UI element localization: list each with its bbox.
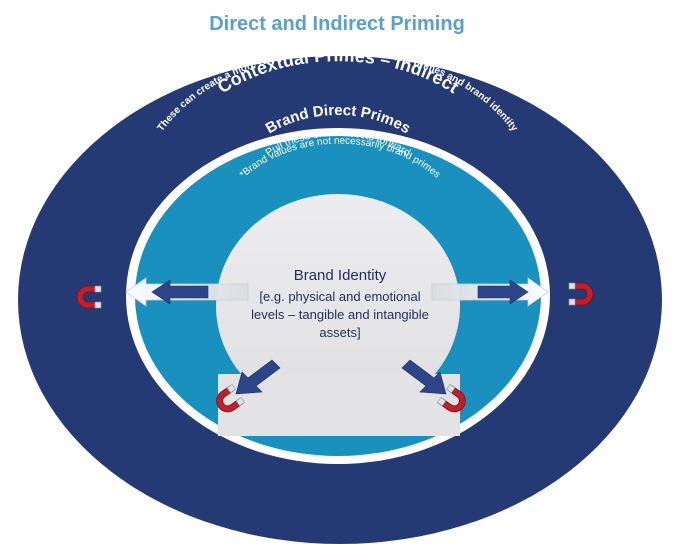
arrow-icon bbox=[151, 279, 209, 305]
arrow-icon bbox=[477, 279, 529, 305]
arrow-icon bbox=[235, 359, 281, 395]
brand-identity-line3: assets] bbox=[319, 325, 360, 340]
brand-identity-line1: [e.g. physical and emotional bbox=[259, 289, 420, 304]
arrow-icon bbox=[401, 359, 447, 395]
left-pull-arrow bbox=[125, 277, 249, 307]
brand-identity-line2: levels – tangible and intangible bbox=[251, 307, 429, 322]
right-pull-arrow bbox=[431, 277, 549, 307]
brand-identity-core bbox=[216, 194, 460, 418]
brand-identity-heading: Brand Identity bbox=[294, 267, 387, 284]
diagram-title: Direct and Indirect Priming bbox=[209, 13, 465, 35]
